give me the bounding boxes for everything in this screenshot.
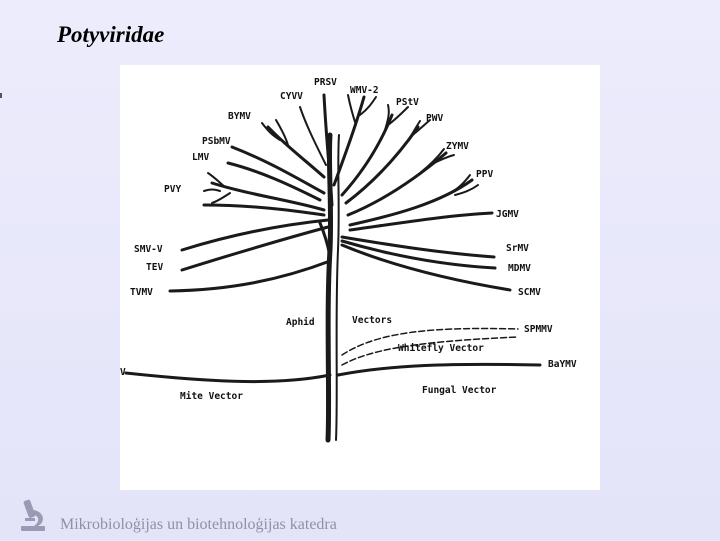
footer-text: Mikrobioloģijas un biotehnoloģijas kated… [60,516,337,534]
label-bymv: BYMV [228,111,251,122]
label-pwv: PWV [426,113,443,124]
branch-pstv [342,115,392,195]
label-tev: TEV [146,262,163,273]
slide-title: Potyviridae [57,22,164,48]
label-cyvv: CYVV [280,91,303,102]
label-spmmv: SPMMV [524,324,553,335]
label-baymv: BaYMV [548,359,577,370]
label-jgmv: JGMV [496,209,519,220]
label-smvv: SMV-V [134,244,163,255]
label-fungal-vector: Fungal Vector [422,385,497,396]
label-lmv: LMV [192,152,209,163]
tree-diagram: PRSV CYVV WMV-2 BYMV PStV PWV PSbMV LMV … [120,65,600,490]
microscope-icon [12,496,52,541]
branch-tev [182,227,328,270]
label-aphid: Aphid [286,317,315,328]
label-wmv2: WMV-2 [350,85,379,96]
branch-cyvv [300,107,326,165]
label-vectors: Vectors [352,315,392,326]
edge-mark [0,88,3,98]
branch-psbmv [232,147,324,193]
label-whitefly-vector: Whitefly Vector [398,343,484,354]
branch-mite [126,373,330,382]
label-psbmv: PSbMV [202,136,231,147]
branch-smvv [182,220,328,250]
footer: Mikrobioloģijas un biotehnoloģijas kated… [12,496,612,536]
branch-baymv [338,364,540,375]
branch-ppv [350,180,472,225]
label-scmv: SCMV [518,287,541,298]
label-srmv: SrMV [506,243,529,254]
branch-bymv [268,127,324,177]
label-v: V [120,367,126,378]
label-pvy: PVY [164,184,181,195]
label-tvmv: TVMV [130,287,153,298]
label-prsv: PRSV [314,77,337,88]
label-pstv: PStV [396,97,419,108]
label-ppv: PPV [476,169,493,180]
phylogenetic-tree-figure: PRSV CYVV WMV-2 BYMV PStV PWV PSbMV LMV … [120,65,600,490]
label-zymv: ZYMV [446,141,469,152]
label-mite-vector: Mite Vector [180,391,243,402]
label-mdmv: MDMV [508,263,531,274]
branch-zymv-sub [420,149,454,173]
